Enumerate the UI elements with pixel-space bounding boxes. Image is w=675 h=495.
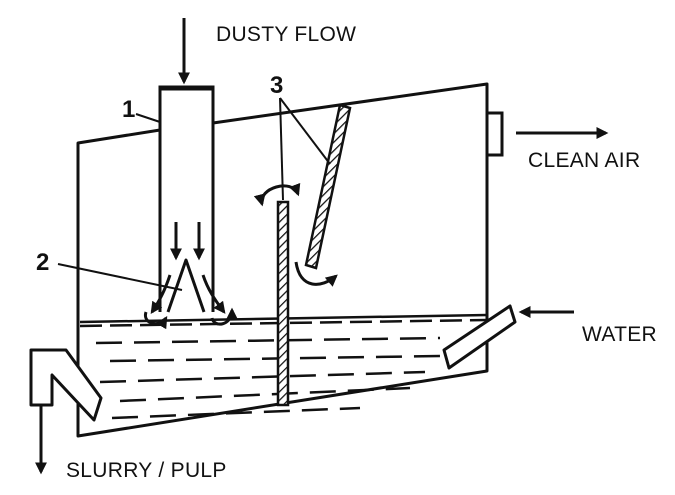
deflector [166, 258, 206, 313]
liquid-lines [95, 336, 441, 420]
clean-air-outlet [485, 111, 504, 157]
slurry-outlet-pipe [29, 348, 103, 422]
water-inlet-pipe [442, 304, 517, 370]
slurry-label: SLURRY / PULP [66, 459, 227, 482]
clean-air-label: CLEAN AIR [528, 149, 641, 172]
swirl-arrow-bottom [294, 261, 338, 287]
duct-flow-arrows [150, 222, 226, 314]
external-arrows [35, 18, 609, 475]
water-label: WATER [582, 323, 657, 346]
bubble-swirls [143, 307, 238, 330]
dusty-flow-label: DUSTY FLOW [216, 23, 357, 46]
vertical-baffle [276, 200, 290, 407]
part-number-1: 1 [122, 96, 136, 123]
swirl-arrow-top [253, 182, 301, 207]
part-number-2: 2 [36, 249, 50, 276]
inlet-duct [158, 85, 215, 312]
part-number-3: 3 [270, 72, 284, 99]
inclined-separator [304, 103, 352, 270]
leader-lines [57, 97, 331, 291]
